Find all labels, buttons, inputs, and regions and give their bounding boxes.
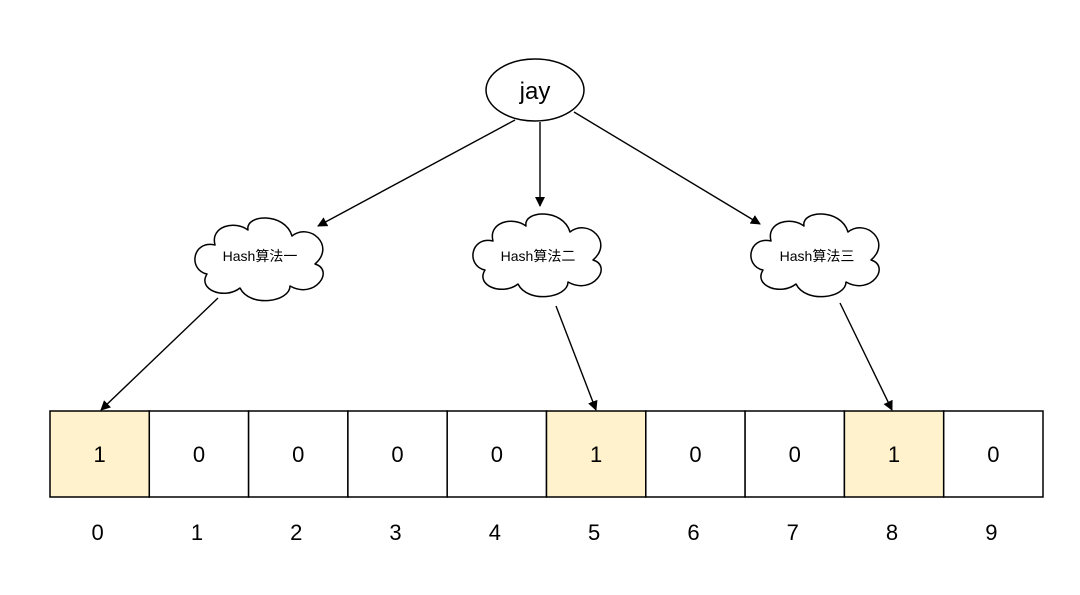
bit-index-label: 2 <box>290 520 302 545</box>
bit-index-label: 0 <box>92 520 104 545</box>
bit-value: 0 <box>491 442 503 467</box>
bit-cell: 06 <box>645 410 746 545</box>
bit-cell-box <box>148 410 250 498</box>
hash-2-label: Hash算法二 <box>501 248 576 264</box>
hash-cloud-2: Hash算法二 <box>472 213 602 298</box>
bit-value: 1 <box>94 442 106 467</box>
bit-cell-box <box>49 410 151 498</box>
bit-value: 1 <box>888 442 900 467</box>
input-node: jay <box>485 58 585 122</box>
bit-cell: 09 <box>942 410 1044 545</box>
bit-cell: 04 <box>446 410 548 545</box>
bit-index-label: 9 <box>985 520 997 545</box>
bit-index-label: 1 <box>191 520 203 545</box>
arrow-input-to-hash-1 <box>317 119 516 227</box>
bit-index-label: 7 <box>787 520 799 545</box>
bit-value: 0 <box>292 442 304 467</box>
bit-index-label: 3 <box>389 520 401 545</box>
arrow-hash-2-to-bit <box>555 305 598 411</box>
bit-cell-box <box>545 410 647 498</box>
bit-cell-box <box>843 410 945 498</box>
bit-cell-box <box>446 410 548 498</box>
hash-cloud-1: Hash算法一 <box>194 217 324 302</box>
bit-cell: 15 <box>545 410 647 545</box>
bit-cell: 18 <box>843 410 945 545</box>
arrow-hash-3-to-bit <box>839 302 893 411</box>
arrow-input-to-hash-3 <box>573 111 761 225</box>
hash-arrows <box>100 297 893 411</box>
bit-value: 0 <box>193 442 205 467</box>
hash-cloud-3: Hash算法三 <box>750 213 880 298</box>
bit-value: 1 <box>590 442 602 467</box>
bit-cell-box <box>942 410 1044 498</box>
bit-index-label: 8 <box>886 520 898 545</box>
bit-index-label: 4 <box>489 520 501 545</box>
bit-value: 0 <box>789 442 801 467</box>
bit-value: 0 <box>391 442 403 467</box>
bit-cell-box <box>347 410 448 498</box>
bit-value: 0 <box>987 442 999 467</box>
bit-value: 0 <box>689 442 701 467</box>
hash-1-label: Hash算法一 <box>223 248 298 264</box>
hash-3-label: Hash算法三 <box>780 248 855 264</box>
input-label: jay <box>519 78 551 105</box>
bit-cell: 03 <box>347 410 448 545</box>
bit-cell-box <box>247 410 349 498</box>
bit-cell: 01 <box>148 410 250 545</box>
bit-cell: 02 <box>247 410 349 545</box>
input-arrows <box>317 111 761 227</box>
bit-index-label: 5 <box>588 520 600 545</box>
bit-cell: 07 <box>744 410 846 545</box>
arrow-hash-1-to-bit <box>100 297 219 411</box>
bit-cell: 10 <box>49 410 151 545</box>
bit-index-label: 6 <box>687 520 699 545</box>
